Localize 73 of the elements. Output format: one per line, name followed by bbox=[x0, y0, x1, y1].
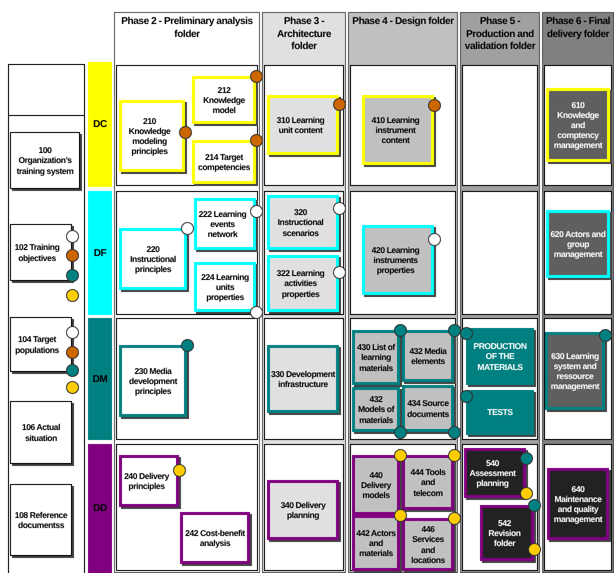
phase-column bbox=[262, 12, 346, 573]
process-box: 446 Services and locations bbox=[402, 518, 454, 571]
process-box: 212 Knowledge model bbox=[192, 76, 256, 124]
grid-cell bbox=[544, 65, 612, 186]
process-box: 322 Learning activities properties bbox=[267, 255, 339, 312]
column-heading: Phase 5 - Production and validation folder bbox=[464, 16, 536, 54]
process-box: 330 Development infrastructure bbox=[267, 345, 339, 413]
process-box: 340 Delivery planning bbox=[267, 480, 339, 540]
process-box: 214 Target competencies bbox=[192, 140, 256, 184]
grid-cell bbox=[462, 318, 538, 440]
column-heading: Phase 2 - Preliminary analysis folder bbox=[120, 16, 254, 41]
process-box: 432 Media elements bbox=[402, 330, 454, 382]
grid-cell bbox=[544, 318, 612, 440]
process-box: 220 Instructional principles bbox=[119, 228, 187, 290]
grid-cell bbox=[462, 65, 538, 186]
input-box: 102 Training objectives bbox=[10, 224, 72, 281]
process-box: 440 Delivery models bbox=[352, 455, 400, 515]
grid-cell bbox=[350, 318, 456, 440]
phase-column bbox=[460, 12, 540, 573]
header-box bbox=[8, 64, 85, 116]
grid-cell bbox=[264, 65, 344, 186]
process-box: 640 Maintenance and quality management bbox=[547, 468, 609, 540]
row-band: DC bbox=[88, 62, 112, 187]
grid-cell bbox=[350, 191, 456, 315]
row-band: DF bbox=[88, 191, 112, 315]
column-heading: Phase 3 - Architecture folder bbox=[276, 16, 332, 54]
phase-column bbox=[114, 12, 260, 573]
grid-cell bbox=[116, 444, 258, 571]
process-box: 240 Delivery principles bbox=[119, 455, 179, 507]
process-box: 410 Learning instrument content bbox=[362, 95, 434, 165]
input-box: 108 Reference documentss bbox=[10, 484, 72, 556]
grid-cell bbox=[264, 191, 344, 315]
process-box: 230 Media development principles bbox=[119, 345, 187, 417]
grid-cell bbox=[116, 65, 258, 186]
process-box: 434 Source documents bbox=[402, 385, 454, 432]
grid-cell bbox=[544, 444, 612, 571]
process-box: 222 Learning events network bbox=[194, 198, 256, 250]
process-box: 242 Cost-benefit analysis bbox=[180, 512, 250, 564]
grid-cell bbox=[462, 444, 538, 571]
input-box: 106 Actual situation bbox=[10, 401, 72, 464]
row-band: DM bbox=[88, 318, 112, 440]
phase-column bbox=[542, 12, 614, 573]
grid-cell bbox=[350, 65, 456, 186]
column-heading: Phase 6 - Final delivery folder bbox=[544, 16, 612, 41]
process-box: 320 Instructional scenarios bbox=[267, 195, 339, 250]
input-box: 104 Target populations bbox=[10, 317, 72, 372]
grid-cell bbox=[116, 191, 258, 315]
grid-cell bbox=[116, 318, 258, 440]
grid-cell bbox=[264, 444, 344, 571]
process-box: 540 Assessment planning bbox=[464, 448, 526, 498]
process-box: 430 List of learning materials bbox=[352, 330, 400, 385]
process-box: 610 Knowledge and comptency management bbox=[546, 88, 610, 162]
side-panel bbox=[8, 65, 85, 573]
process-box: 224 Learning units properties bbox=[194, 262, 256, 312]
grid-cell bbox=[462, 191, 538, 315]
process-box: PRODUCTION OF THE MATERIALS bbox=[466, 328, 534, 385]
process-box: 432 Models of materials bbox=[352, 387, 400, 432]
process-box: 310 Learning unit content bbox=[267, 95, 339, 155]
grid-cell bbox=[264, 318, 344, 440]
process-box: 620 Actors and group management bbox=[546, 210, 610, 278]
process-box: 630 Learning system and ressource management bbox=[545, 332, 605, 410]
process-box: 210 Knowledge modeling principles bbox=[119, 100, 185, 172]
grid-cell bbox=[544, 191, 612, 315]
process-box: 444 Tools and telecom bbox=[402, 455, 454, 510]
process-box: TESTS bbox=[466, 390, 534, 435]
process-box: 442 Actors and materials bbox=[352, 515, 400, 571]
process-box: 542 Revision folder bbox=[480, 505, 534, 561]
row-band: DD bbox=[88, 444, 112, 573]
process-box: 420 Learning instruments properties bbox=[362, 225, 434, 295]
phase-column bbox=[348, 12, 458, 573]
input-box: 100 Organization’s training system bbox=[10, 132, 80, 189]
grid-cell bbox=[350, 444, 456, 571]
column-heading: Phase 4 - Design folder bbox=[351, 16, 455, 28]
